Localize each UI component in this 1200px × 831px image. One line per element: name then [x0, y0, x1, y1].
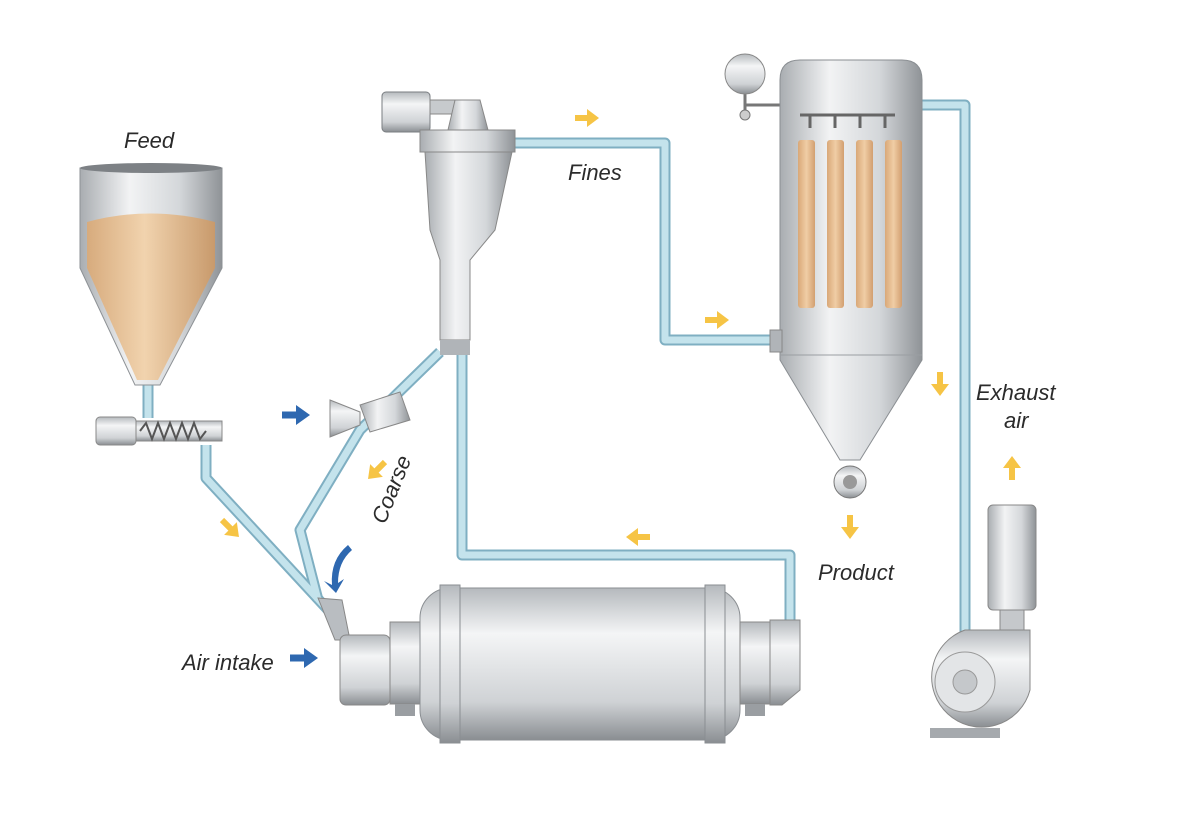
classifier — [381, 91, 516, 355]
air-intake-arrow-icon — [290, 648, 318, 668]
label-air-intake: Air intake — [180, 650, 274, 675]
label-exhaust-line1: Exhaust — [976, 380, 1056, 405]
flow-arrows — [215, 109, 1021, 668]
pipes — [142, 99, 971, 680]
bag-filter — [724, 53, 923, 499]
ball-mill — [317, 584, 801, 744]
screw-feeder — [95, 416, 223, 446]
air-inlet-funnel — [329, 391, 411, 438]
return-arrow-icon — [626, 528, 650, 546]
exhaust-down-arrow-icon — [931, 372, 949, 396]
feed-hopper — [79, 163, 223, 386]
label-product: Product — [818, 560, 895, 585]
label-coarse: Coarse — [366, 452, 416, 527]
product-arrow-icon — [841, 515, 859, 539]
exhaust-up-arrow-icon — [1003, 456, 1021, 480]
label-exhaust-line2: air — [1004, 408, 1030, 433]
air-arrow-icon — [282, 405, 310, 425]
fines-arrow-icon — [575, 109, 599, 127]
label-fines: Fines — [568, 160, 622, 185]
exhaust-fan — [930, 504, 1037, 738]
label-feed: Feed — [124, 128, 175, 153]
fines-arrow-icon — [705, 311, 729, 329]
coarse-return-arrow-icon — [324, 545, 352, 593]
